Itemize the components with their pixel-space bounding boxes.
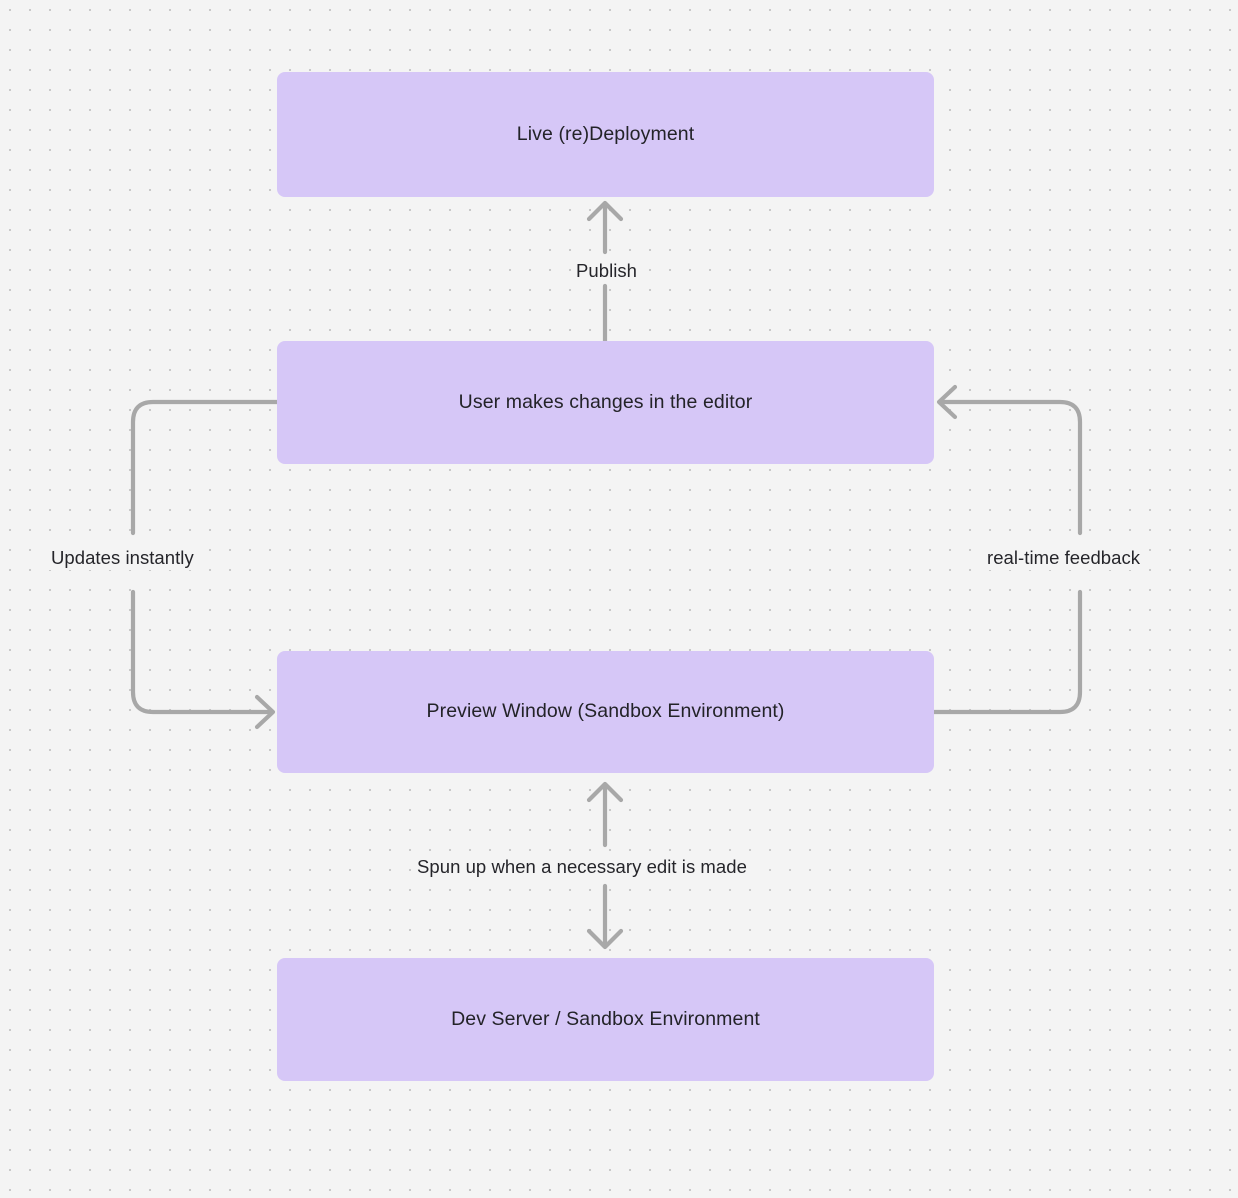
node-label: Dev Server / Sandbox Environment xyxy=(451,1007,760,1030)
edge-label-updates-instantly: Updates instantly xyxy=(46,545,199,571)
node-label: Live (re)Deployment xyxy=(516,122,695,145)
node-label: Preview Window (Sandbox Environment) xyxy=(426,700,785,723)
edge-label-real-time-feedback: real-time feedback xyxy=(982,545,1146,571)
edge-label-publish: Publish xyxy=(571,258,643,284)
node-live-redeployment[interactable]: Live (re)Deployment xyxy=(277,72,934,197)
edge-label-spun-up: Spun up when a necessary edit is made xyxy=(412,854,752,880)
node-preview-window[interactable]: Preview Window (Sandbox Environment) xyxy=(277,651,934,773)
node-dev-server[interactable]: Dev Server / Sandbox Environment xyxy=(277,958,934,1081)
node-user-makes-changes[interactable]: User makes changes in the editor xyxy=(277,341,934,464)
node-label: User makes changes in the editor xyxy=(458,390,753,413)
